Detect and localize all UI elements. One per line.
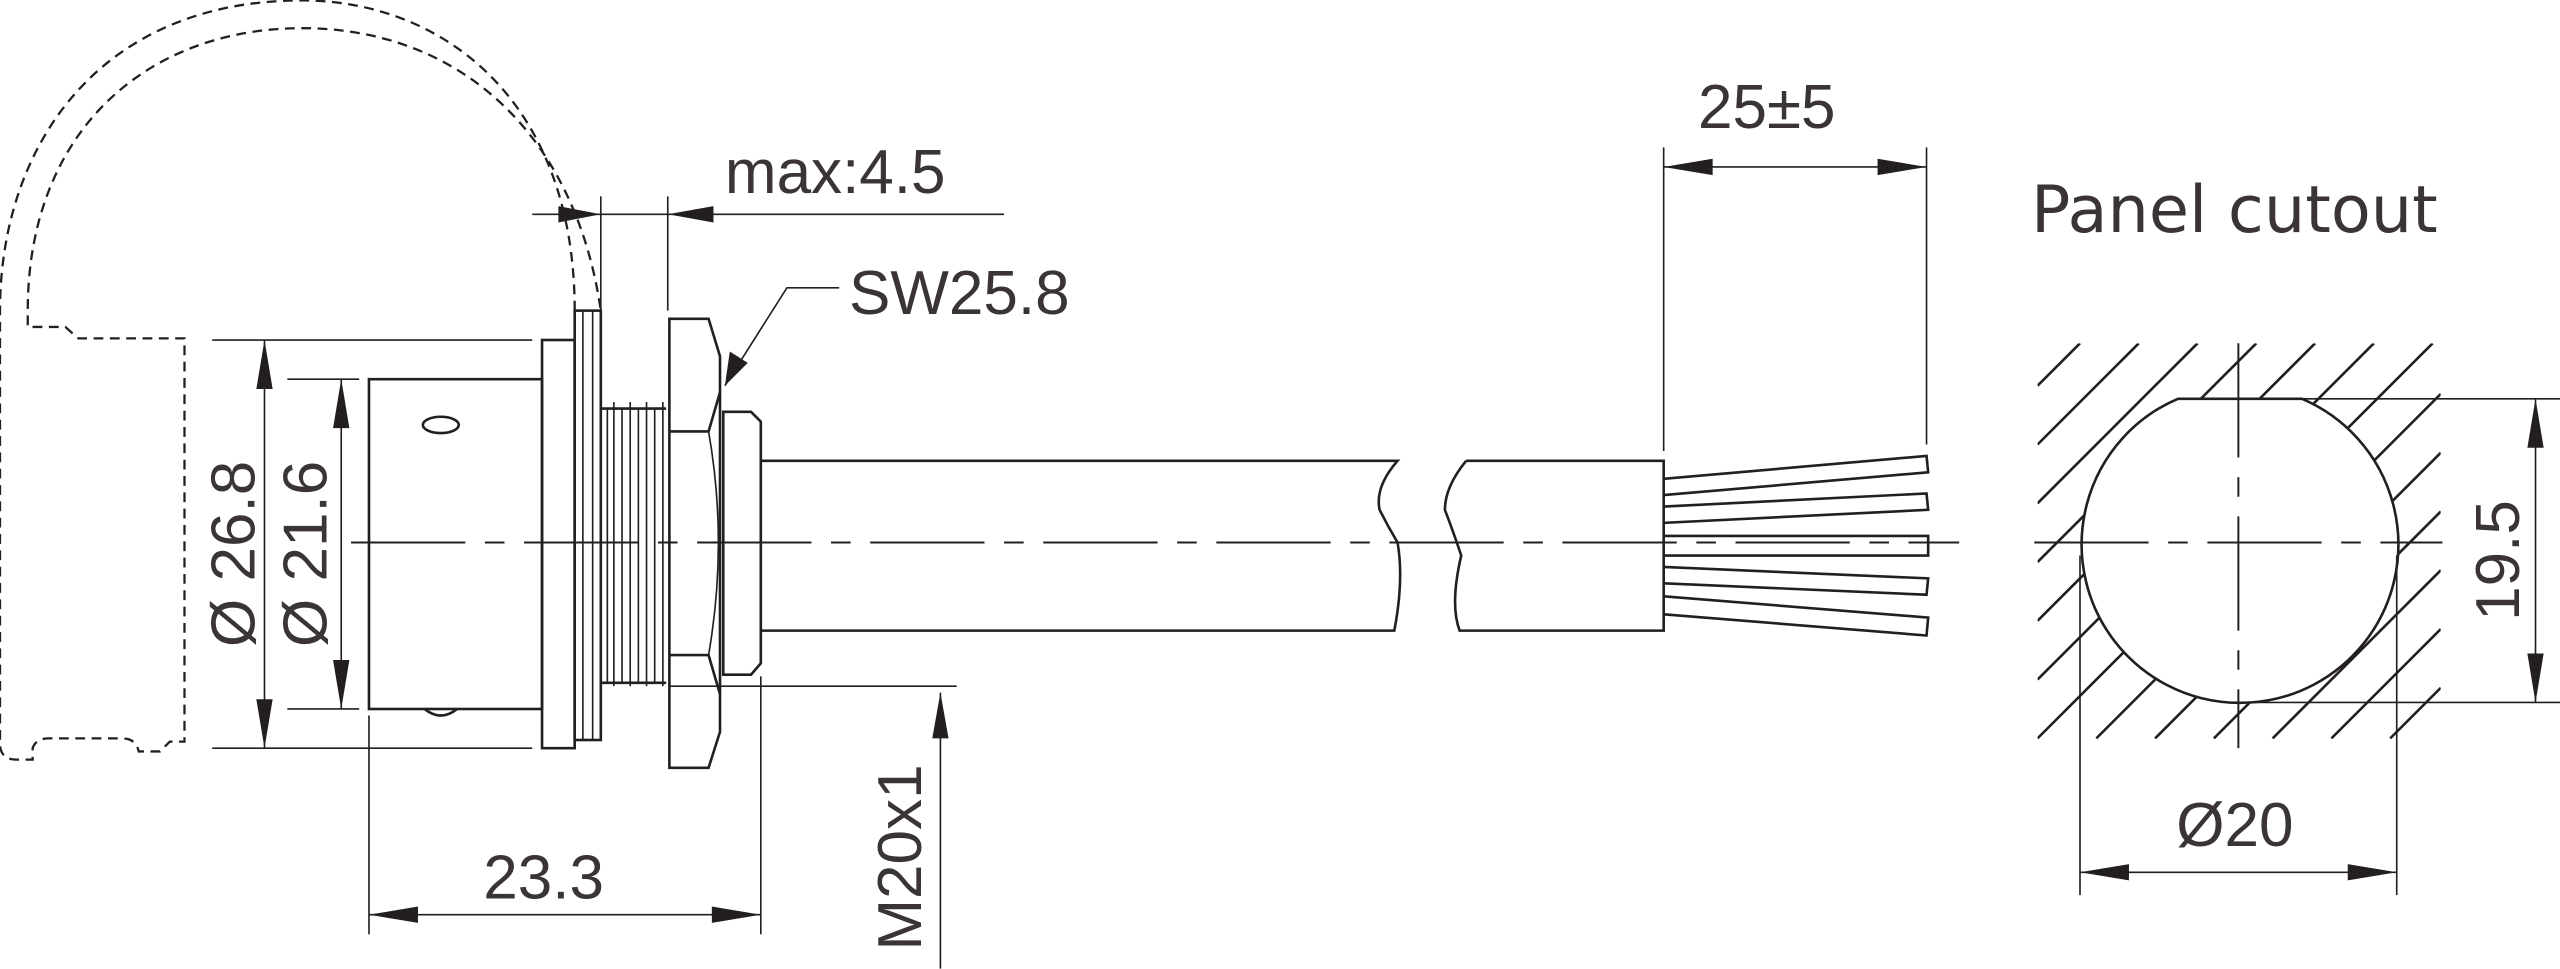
body-diameter-label: Ø 21.6 <box>272 461 341 647</box>
length-label: 23.3 <box>483 843 604 912</box>
strip-length-label: 25±5 <box>1698 73 1836 142</box>
dimension-lines <box>212 147 1928 969</box>
panel-cutout-title: Panel cutout <box>2031 172 2438 248</box>
max-thickness-label: max:4.5 <box>725 138 946 207</box>
cutout-flat-label: 19.5 <box>2464 500 2533 621</box>
cutout-diameter-label: Ø20 <box>2176 791 2293 860</box>
outer-diameter-label: Ø 26.8 <box>200 461 269 647</box>
dust-cap-outline <box>0 0 602 761</box>
thread-label: M20x1 <box>866 764 935 950</box>
cutout-shape <box>2080 397 2400 705</box>
wire-ends <box>1663 454 1930 637</box>
wrench-size-label: SW25.8 <box>849 259 1070 328</box>
connector-body <box>351 309 1960 770</box>
